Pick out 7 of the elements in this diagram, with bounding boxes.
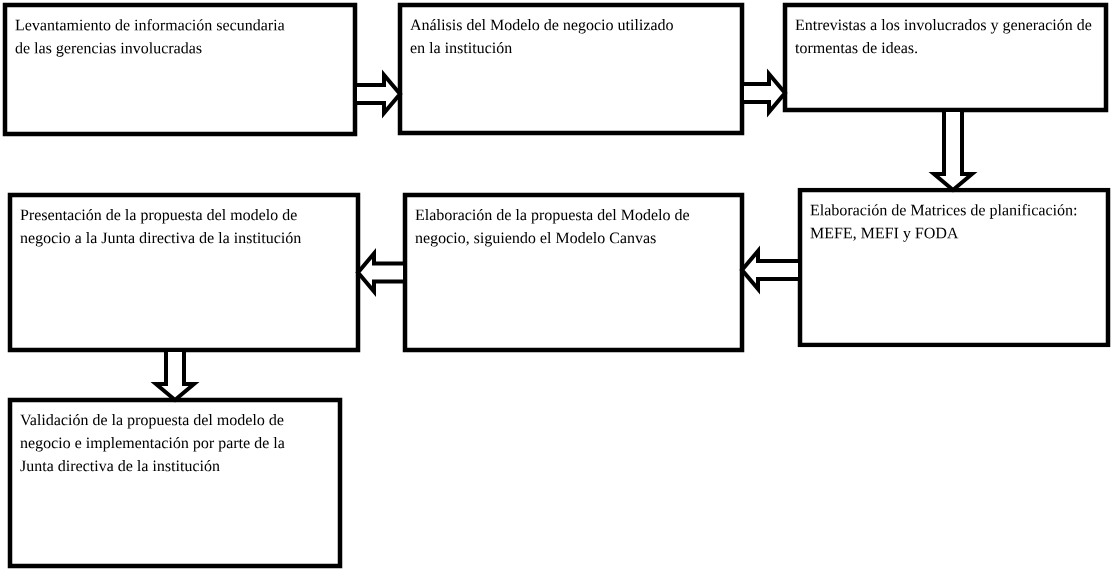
process-box: Validación de la propuesta del modelo de negocio e implementación por parte de la Junta directiva de la institución	[7, 397, 343, 569]
process-box: Análisis del Modelo de negocio utilizado en la institución	[397, 2, 745, 136]
process-box: Presentación de la propuesta del modelo de negocio a la Junta directiva de la institución	[7, 192, 361, 353]
process-box: Elaboración de Matrices de planificación: MEFE, MEFI y FODA	[797, 187, 1111, 348]
process-box: Entrevistas a los involucrados y generación de tormentas de ideas.	[782, 2, 1109, 113]
process-box: Levantamiento de información secundaria de las gerencias involucradas	[2, 2, 358, 137]
process-box: Elaboración de la propuesta del Modelo de negocio, siguiendo el Modelo Canvas	[402, 192, 745, 353]
